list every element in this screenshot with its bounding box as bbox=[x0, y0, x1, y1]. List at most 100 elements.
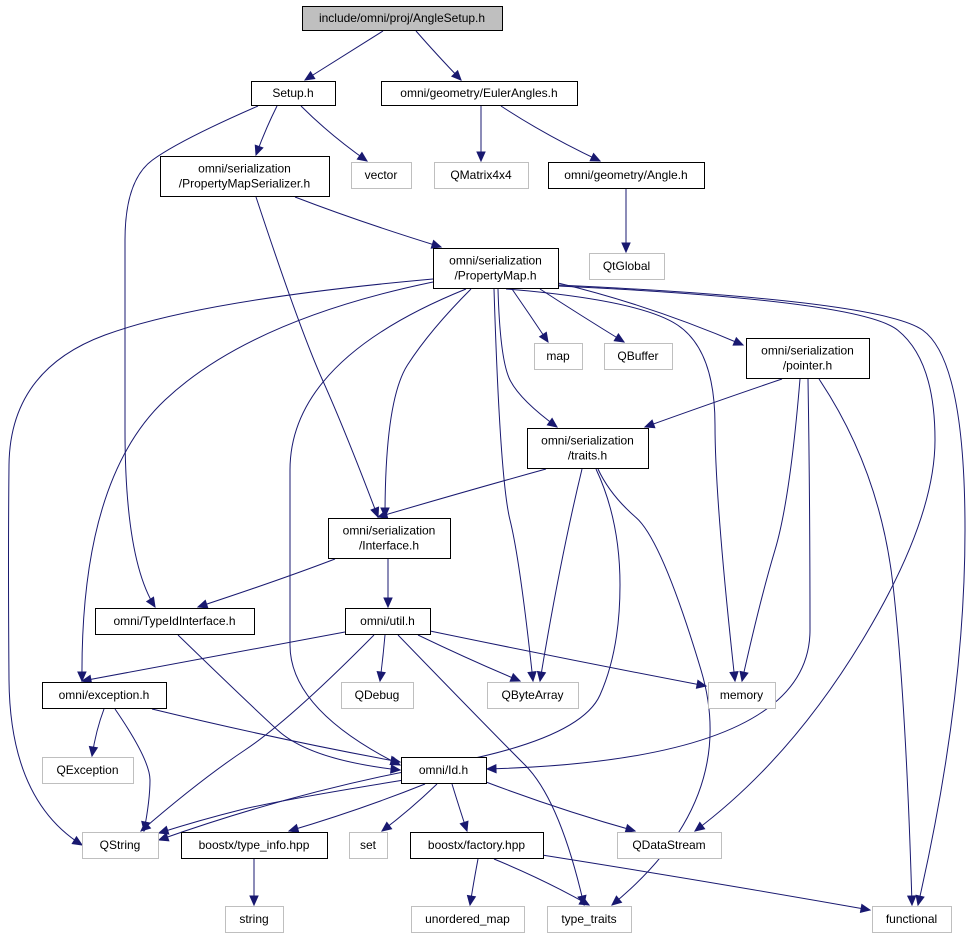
node-box bbox=[328, 518, 451, 559]
edge-id-to-qstring bbox=[157, 779, 405, 835]
node-box bbox=[872, 906, 952, 933]
node-unordered_map: unordered_map bbox=[411, 906, 525, 933]
edge-factory-to-type_traits bbox=[493, 858, 591, 906]
edge-traits-to-interface bbox=[376, 468, 547, 519]
node-box bbox=[708, 682, 776, 709]
edge-anglesetup-to-euler bbox=[415, 30, 462, 81]
edge-typeid-to-id bbox=[177, 634, 402, 774]
node-label: QBuffer bbox=[617, 349, 658, 363]
node-label: omni/serialization bbox=[761, 344, 854, 358]
node-util[interactable]: omni/util.h bbox=[345, 608, 431, 635]
edge-pointer-to-traits bbox=[643, 378, 783, 429]
edge-propmap-to-memory bbox=[505, 288, 739, 683]
node-label: omni/geometry/Angle.h bbox=[564, 168, 687, 182]
node-traits[interactable]: omni/serialization/traits.h bbox=[527, 428, 649, 469]
edge-euler-to-angle bbox=[500, 105, 602, 162]
node-exception[interactable]: omni/exception.h bbox=[42, 682, 167, 709]
edge-pointer-to-functional bbox=[818, 378, 917, 907]
node-box bbox=[604, 343, 673, 370]
node-box bbox=[181, 832, 328, 859]
node-angle[interactable]: omni/geometry/Angle.h bbox=[548, 162, 705, 189]
edge-pointer-to-memory bbox=[739, 378, 801, 683]
node-qstring: QString bbox=[82, 832, 159, 859]
edge-propmap-to-functional bbox=[557, 284, 966, 907]
node-label: QDataStream bbox=[632, 838, 705, 852]
edge-propmap-to-qdatastream bbox=[557, 285, 936, 832]
edge-angle-to-qtglobal bbox=[621, 189, 631, 254]
edge-propmap-to-pointer bbox=[557, 282, 745, 346]
node-string: string bbox=[225, 906, 284, 933]
edge-traits-to-qstring bbox=[157, 468, 621, 842]
edge-id-to-factory bbox=[451, 783, 469, 833]
edge-factory-to-functional bbox=[541, 854, 872, 914]
node-label: include/omni/proj/AngleSetup.h bbox=[319, 11, 485, 25]
edge-propmap-to-qstring bbox=[8, 278, 434, 846]
node-box bbox=[345, 608, 431, 635]
node-box bbox=[349, 832, 388, 859]
edge-exception-to-qstring bbox=[114, 708, 151, 833]
node-label: omni/serialization bbox=[198, 162, 291, 176]
node-qdatastream: QDataStream bbox=[617, 832, 722, 859]
node-label: omni/Id.h bbox=[419, 763, 468, 777]
node-qmatrix: QMatrix4x4 bbox=[434, 162, 529, 189]
node-type_traits: type_traits bbox=[547, 906, 632, 933]
node-label: QString bbox=[100, 838, 141, 852]
node-qbuffer: QBuffer bbox=[604, 343, 673, 370]
node-box bbox=[401, 757, 487, 784]
node-label: Setup.h bbox=[272, 86, 313, 100]
node-label: /pointer.h bbox=[783, 359, 832, 373]
node-interface[interactable]: omni/serialization/Interface.h bbox=[328, 518, 451, 559]
node-box bbox=[410, 832, 544, 859]
node-qexception: QException bbox=[42, 757, 134, 784]
node-box bbox=[527, 428, 649, 469]
edge-propmap-to-qbytearray bbox=[493, 288, 537, 683]
node-box bbox=[82, 832, 159, 859]
edge-traits-to-type_traits bbox=[597, 468, 711, 906]
edge-id-to-typeinfo bbox=[287, 783, 426, 833]
edge-util-to-qbytearray bbox=[417, 634, 522, 682]
node-pms[interactable]: omni/serialization/PropertyMapSerializer… bbox=[160, 156, 330, 197]
edge-pms-to-propmap bbox=[294, 196, 443, 249]
node-label: omni/exception.h bbox=[59, 688, 150, 702]
node-box bbox=[487, 682, 579, 709]
node-box bbox=[225, 906, 284, 933]
node-factory[interactable]: boostx/factory.hpp bbox=[410, 832, 544, 859]
node-label: /traits.h bbox=[568, 449, 607, 463]
node-label: omni/util.h bbox=[360, 614, 415, 628]
node-label: /PropertyMapSerializer.h bbox=[179, 177, 310, 191]
node-box bbox=[589, 253, 665, 280]
edge-setup-to-typeid bbox=[124, 105, 259, 609]
edge-util-to-qdebug bbox=[376, 634, 386, 683]
edge-util-to-memory bbox=[429, 630, 708, 689]
edge-typeinfo-to-string bbox=[249, 859, 259, 907]
node-typeinfo[interactable]: boostx/type_info.hpp bbox=[181, 832, 328, 859]
node-box bbox=[411, 906, 525, 933]
node-label: QDebug bbox=[355, 688, 400, 702]
node-box bbox=[746, 338, 870, 379]
node-id[interactable]: omni/Id.h bbox=[401, 757, 487, 784]
node-pointer[interactable]: omni/serialization/pointer.h bbox=[746, 338, 870, 379]
node-vector: vector bbox=[351, 162, 412, 189]
node-box bbox=[381, 81, 578, 106]
node-label: QMatrix4x4 bbox=[450, 168, 512, 182]
node-label: boostx/type_info.hpp bbox=[199, 838, 310, 852]
node-typeid[interactable]: omni/TypeIdInterface.h bbox=[95, 608, 255, 635]
node-label: string bbox=[239, 912, 268, 926]
edge-id-to-qdatastream bbox=[485, 781, 637, 834]
edge-propmap-to-qbuffer bbox=[539, 288, 626, 343]
edge-id-to-set bbox=[381, 783, 438, 832]
edges-layer bbox=[8, 30, 966, 914]
node-box bbox=[434, 162, 529, 189]
edge-traits-to-qbytearray bbox=[536, 468, 583, 683]
node-euler[interactable]: omni/geometry/EulerAngles.h bbox=[381, 81, 578, 106]
node-anglesetup[interactable]: include/omni/proj/AngleSetup.h bbox=[302, 6, 503, 31]
edge-euler-to-qmatrix bbox=[476, 106, 486, 163]
node-setup[interactable]: Setup.h bbox=[251, 81, 336, 106]
node-box bbox=[42, 682, 167, 709]
node-label: QException bbox=[56, 763, 118, 777]
node-label: /PropertyMap.h bbox=[454, 269, 536, 283]
edge-setup-to-vector bbox=[300, 105, 369, 162]
node-propmap[interactable]: omni/serialization/PropertyMap.h bbox=[433, 248, 559, 289]
node-box bbox=[302, 6, 503, 31]
